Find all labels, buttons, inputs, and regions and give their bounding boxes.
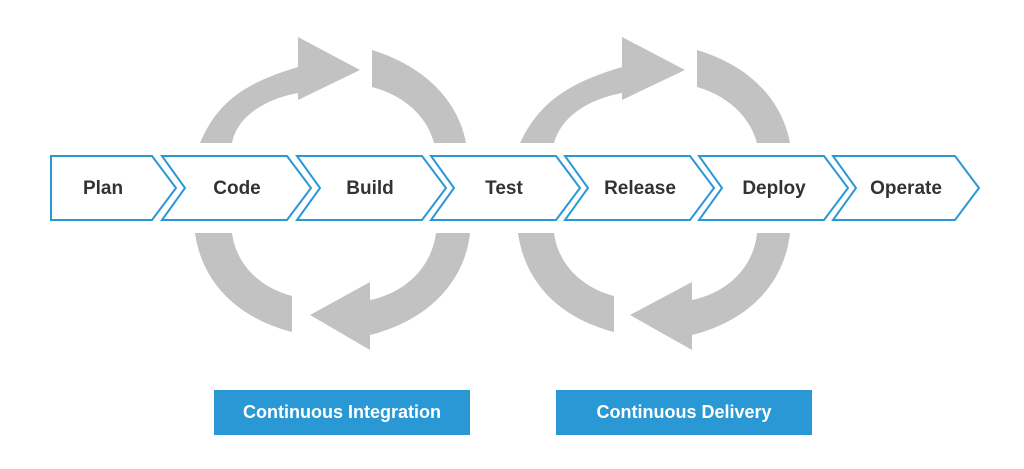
stage-plan-label: Plan	[83, 178, 123, 199]
stage-test: Test	[429, 155, 582, 221]
stage-release: Release	[563, 155, 716, 221]
continuous-integration-badge: Continuous Integration	[214, 390, 470, 435]
stage-plan: Plan	[50, 155, 178, 221]
stage-operate: Operate	[831, 155, 981, 221]
stage-build-label: Build	[346, 178, 394, 199]
ci-top-right-arc	[372, 50, 466, 143]
stage-code: Code	[160, 155, 313, 221]
stage-deploy-label: Deploy	[742, 178, 806, 199]
ci-bottom-right-arc-arrow	[310, 233, 470, 350]
stage-deploy: Deploy	[697, 155, 850, 221]
cd-bottom-left-arc	[518, 233, 614, 332]
ci-bottom-left-arc	[195, 233, 292, 332]
continuous-delivery-badge: Continuous Delivery	[556, 390, 812, 435]
stage-code-label: Code	[213, 178, 261, 199]
ci-cycle	[195, 37, 470, 350]
stage-test-label: Test	[485, 178, 523, 199]
ci-top-arc-arrow	[200, 37, 360, 143]
cd-cycle	[518, 37, 790, 350]
stage-release-label: Release	[604, 178, 676, 199]
cd-bottom-right-arc-arrow	[630, 233, 790, 350]
stage-operate-label: Operate	[870, 178, 942, 199]
cd-top-arc-arrow	[520, 37, 685, 143]
stage-build: Build	[295, 155, 448, 221]
cd-top-right-arc	[697, 50, 790, 143]
